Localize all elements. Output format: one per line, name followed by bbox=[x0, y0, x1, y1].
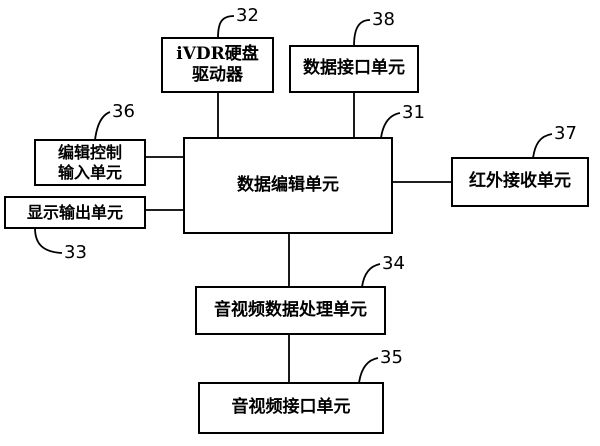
leader-32 bbox=[217, 15, 235, 39]
leader-34 bbox=[361, 263, 381, 288]
data-edit-block: 数据编辑单元 bbox=[183, 137, 393, 234]
ivdr-drive-label-line1: iVDR硬盘 bbox=[176, 43, 259, 64]
av-data-processing-block: 音视频数据处理单元 bbox=[195, 286, 386, 335]
leader-37 bbox=[532, 133, 553, 159]
leader-33 bbox=[34, 227, 63, 254]
leader-38 bbox=[353, 19, 371, 47]
ref-label-38: 38 bbox=[372, 9, 395, 30]
infrared-receiver-label: 红外接收单元 bbox=[469, 171, 571, 192]
leader-31 bbox=[380, 112, 401, 139]
leader-35 bbox=[358, 357, 379, 384]
edit-control-label-line2: 输入单元 bbox=[57, 162, 122, 182]
display-output-label: 显示输出单元 bbox=[26, 202, 123, 222]
leader-36 bbox=[94, 111, 111, 141]
ref-label-37: 37 bbox=[554, 123, 577, 144]
ref-label-33: 33 bbox=[64, 242, 87, 263]
ref-label-36: 36 bbox=[112, 101, 135, 122]
edit-control-label-line1: 编辑控制 bbox=[57, 142, 122, 162]
av-interface-label: 音视频接口单元 bbox=[231, 397, 351, 418]
infrared-receiver-block: 红外接收单元 bbox=[451, 157, 589, 207]
data-edit-label: 数据编辑单元 bbox=[237, 174, 339, 195]
ref-label-31: 31 bbox=[402, 102, 425, 123]
ref-label-32: 32 bbox=[236, 5, 259, 26]
ivdr-drive-block: iVDR硬盘 驱动器 bbox=[161, 37, 274, 93]
data-interface-label: 数据接口单元 bbox=[303, 58, 405, 79]
ref-label-34: 34 bbox=[382, 253, 405, 274]
av-data-processing-label: 音视频数据处理单元 bbox=[214, 299, 367, 320]
data-interface-block: 数据接口单元 bbox=[289, 45, 419, 93]
av-interface-block: 音视频接口单元 bbox=[198, 382, 384, 434]
ref-label-35: 35 bbox=[380, 347, 403, 368]
display-output-block: 显示输出单元 bbox=[4, 196, 146, 229]
ivdr-drive-label-line2: 驱动器 bbox=[192, 65, 243, 85]
edit-control-input-block: 编辑控制 输入单元 bbox=[34, 139, 146, 186]
